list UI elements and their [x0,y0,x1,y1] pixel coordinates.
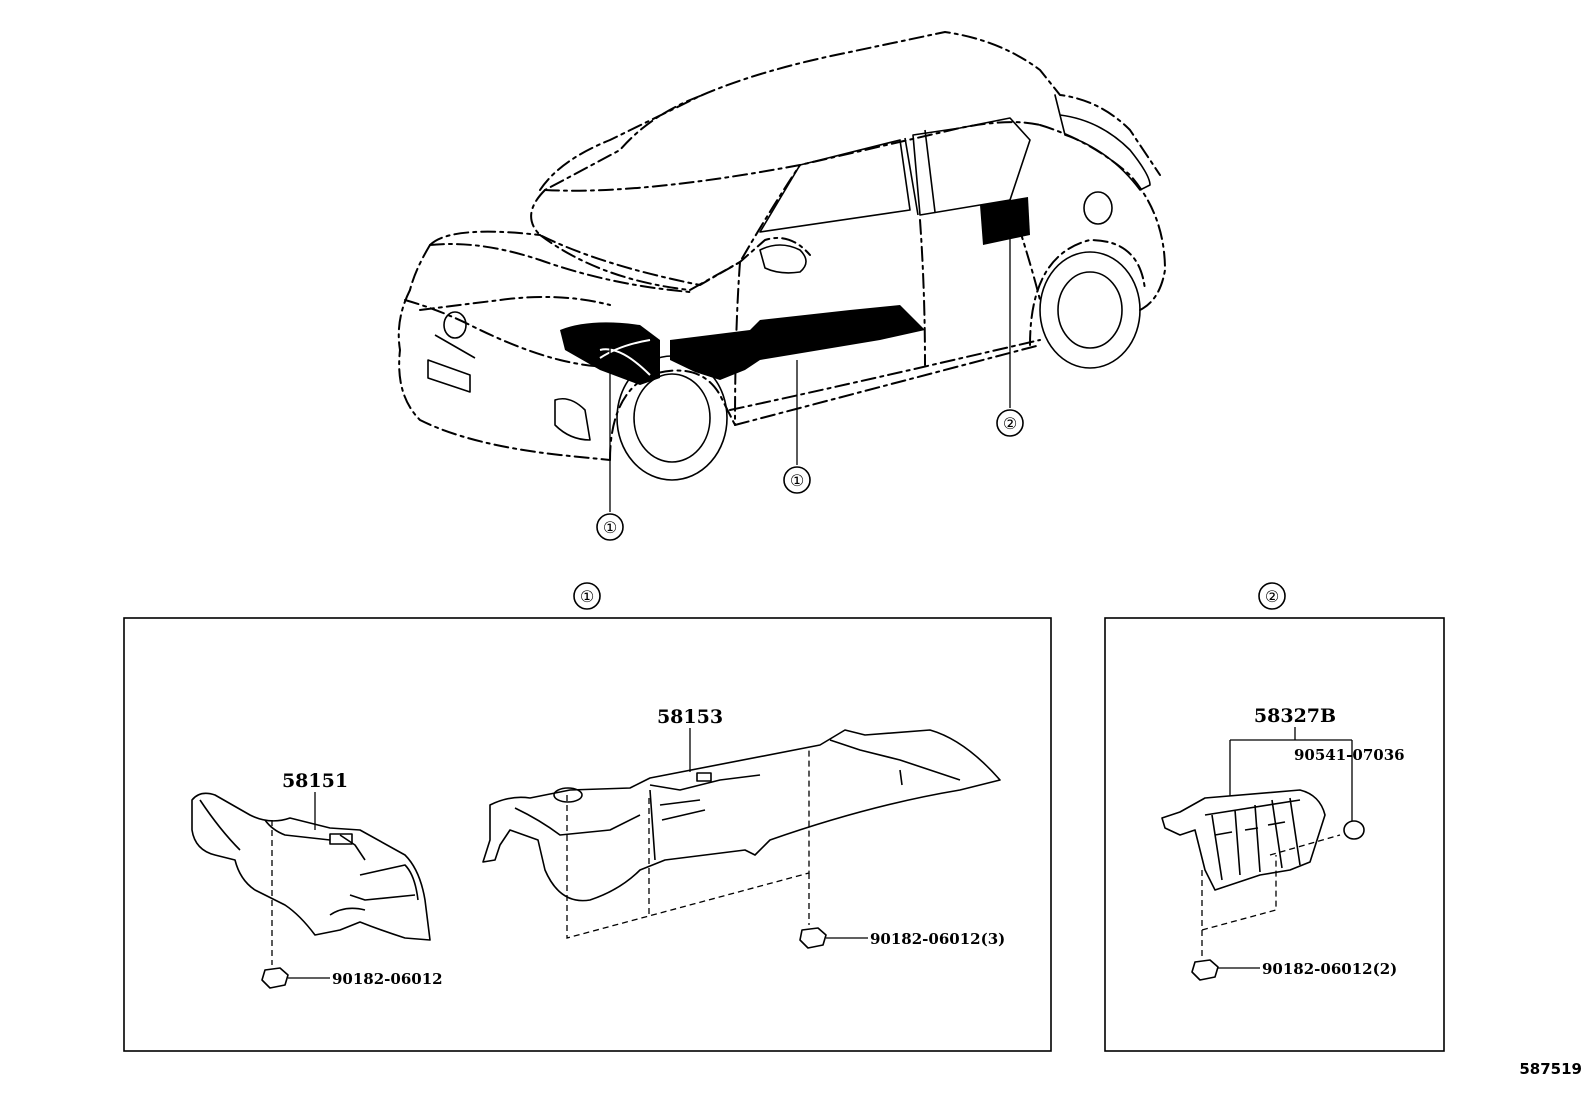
part-58327b[interactable] [1161,789,1326,891]
label-90182-06012-3: 90182-06012(3) [870,930,1005,948]
callout-front-left: ① [596,513,624,541]
group-2-frame [1104,617,1445,1052]
callout-front-left-label: ① [603,518,617,537]
group-1: ① 58151 90182-06012 58153 [123,582,1052,1052]
group-2-label: ② [1265,587,1279,606]
highlight-rear-cover [980,197,1030,245]
label-58151: 58151 [282,770,348,792]
group-1-label: ① [580,587,594,606]
label-58153: 58153 [657,706,723,728]
clip-90541-07036[interactable] [1343,820,1365,840]
clip-90182-06012[interactable] [261,967,289,989]
group-2: ② 58327B 90541-07036 90182-06012(2) [1104,582,1445,1052]
callout-floor-label: ① [790,471,804,490]
highlight-floor-cover [670,305,925,380]
part-58153[interactable] [482,729,1001,902]
car-illustration [397,31,1166,512]
callout-rear: ② [996,409,1024,437]
callout-floor: ① [783,466,811,494]
figure-id: 587519 [1519,1060,1582,1078]
callout-rear-label: ② [1003,414,1017,433]
label-58327b: 58327B [1254,705,1336,727]
clip-90182-06012-3[interactable] [799,927,827,949]
group-1-frame [123,617,1052,1052]
label-90541-07036: 90541-07036 [1294,746,1405,764]
clip-90182-06012-2[interactable] [1191,959,1219,981]
label-90182-06012: 90182-06012 [332,970,443,988]
label-90182-06012-2: 90182-06012(2) [1262,960,1397,978]
part-58151[interactable] [191,792,431,941]
